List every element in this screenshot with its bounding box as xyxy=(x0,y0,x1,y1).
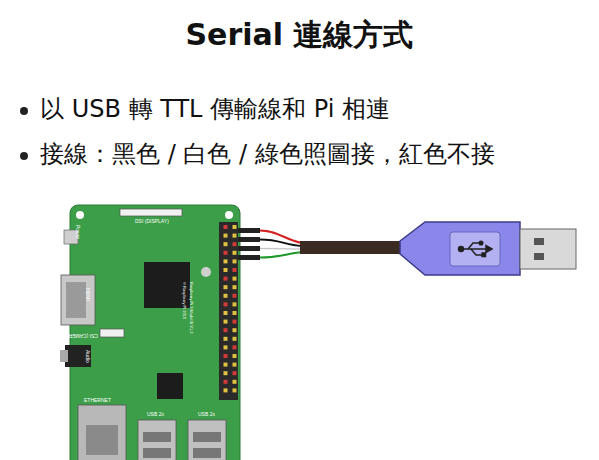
ethernet-port xyxy=(78,405,126,460)
gpio-pin xyxy=(224,242,228,246)
gpio-pin xyxy=(224,268,228,272)
gpio-pin xyxy=(224,320,228,324)
green-wire xyxy=(260,252,302,258)
gpio-pin xyxy=(233,320,237,324)
pi-board xyxy=(70,205,240,460)
board-label: HDMI xyxy=(84,288,90,301)
bullet-text: 接線：黑色 / 白色 / 綠色照圖接，紅色不接 xyxy=(40,141,495,169)
gpio-pin xyxy=(224,251,228,255)
gpio-pin xyxy=(233,268,237,272)
board-label: © Raspberry Pi 2015 xyxy=(181,282,186,319)
gpio-pin xyxy=(233,294,237,298)
usb-port xyxy=(138,420,176,460)
gpio-pin xyxy=(233,285,237,289)
gpio-pin xyxy=(233,225,237,229)
gpio-pin xyxy=(233,277,237,281)
jumper-housing xyxy=(238,237,260,242)
usb-ttl-adapter xyxy=(400,222,520,275)
gpio-header xyxy=(219,222,238,400)
black-wire xyxy=(260,240,302,247)
lan-chip xyxy=(157,373,183,399)
audio-jack xyxy=(65,345,91,367)
usb-port xyxy=(143,448,171,458)
dsi-connector xyxy=(120,209,182,216)
slide-title: Serial 連線方式 xyxy=(0,18,599,53)
gpio-pin xyxy=(224,302,228,306)
usb-port xyxy=(188,420,226,460)
board-label: ETHERNET xyxy=(84,398,111,404)
usb-plug xyxy=(520,229,576,269)
mount-hole xyxy=(225,211,233,219)
usb-symbol xyxy=(459,241,493,256)
usb-symbol-panel xyxy=(450,232,500,266)
board-label: CSI (CAMERA) xyxy=(64,332,98,338)
jumper-housing xyxy=(238,228,260,233)
gpio-pin xyxy=(233,251,237,255)
gpio-pin xyxy=(233,371,237,375)
board-label: USB 2x xyxy=(198,412,215,418)
gpio-pin xyxy=(233,234,237,238)
hdmi-port xyxy=(66,282,86,318)
gpio-pin xyxy=(233,242,237,246)
gpio-pin xyxy=(233,345,237,349)
usb-plug-slot xyxy=(534,238,544,245)
usb-port xyxy=(143,432,171,442)
gpio-pin xyxy=(233,328,237,332)
white-wire xyxy=(260,248,302,251)
white-wire-edge xyxy=(260,248,302,250)
board-label: Power xyxy=(74,225,80,239)
csi-connector xyxy=(100,329,124,337)
gpio-pin xyxy=(224,294,228,298)
gpio-pin xyxy=(224,259,228,263)
board-label: Raspberry Pi 3 Model B V1.2 xyxy=(188,282,193,334)
board-label: USB 2x xyxy=(147,412,164,418)
audio-jack xyxy=(60,350,68,362)
usb-cable xyxy=(300,241,405,254)
gpio-pin xyxy=(224,225,228,229)
gpio-pin xyxy=(224,337,228,341)
gpio-pin xyxy=(233,311,237,315)
pi-logo xyxy=(201,267,211,277)
gpio-pin xyxy=(224,277,228,281)
gpio-pin xyxy=(233,259,237,263)
board-label: Audio xyxy=(84,350,90,363)
bullet xyxy=(20,152,28,160)
jumper-housing xyxy=(238,255,260,260)
gpio-pin xyxy=(224,388,228,392)
hdmi-port xyxy=(61,275,95,325)
bullet xyxy=(20,107,28,115)
usb-port xyxy=(193,432,221,442)
gpio-pins xyxy=(224,225,237,392)
usb-port xyxy=(193,448,221,458)
gpio-pin xyxy=(233,354,237,358)
jumper-housing xyxy=(238,246,260,251)
gpio-pin xyxy=(233,388,237,392)
mount-hole xyxy=(76,211,84,219)
board-label: DSI (DISPLAY) xyxy=(135,219,169,225)
gpio-pin xyxy=(224,285,228,289)
gpio-pin xyxy=(224,234,228,238)
gpio-pin xyxy=(224,380,228,384)
gpio-pin xyxy=(224,328,228,332)
usb-plug-slot xyxy=(534,253,544,260)
gpio-pin xyxy=(224,345,228,349)
gpio-pin xyxy=(233,302,237,306)
gpio-pin xyxy=(224,311,228,315)
gpio-pin xyxy=(233,337,237,341)
ethernet-port xyxy=(86,425,118,455)
gpio-pin xyxy=(233,380,237,384)
gpio-pin xyxy=(233,363,237,367)
gpio-pin xyxy=(224,371,228,375)
bullet-text: 以 USB 轉 TTL 傳輸線和 Pi 相連 xyxy=(40,96,390,124)
gpio-pin xyxy=(224,354,228,358)
gpio-pin xyxy=(224,363,228,367)
